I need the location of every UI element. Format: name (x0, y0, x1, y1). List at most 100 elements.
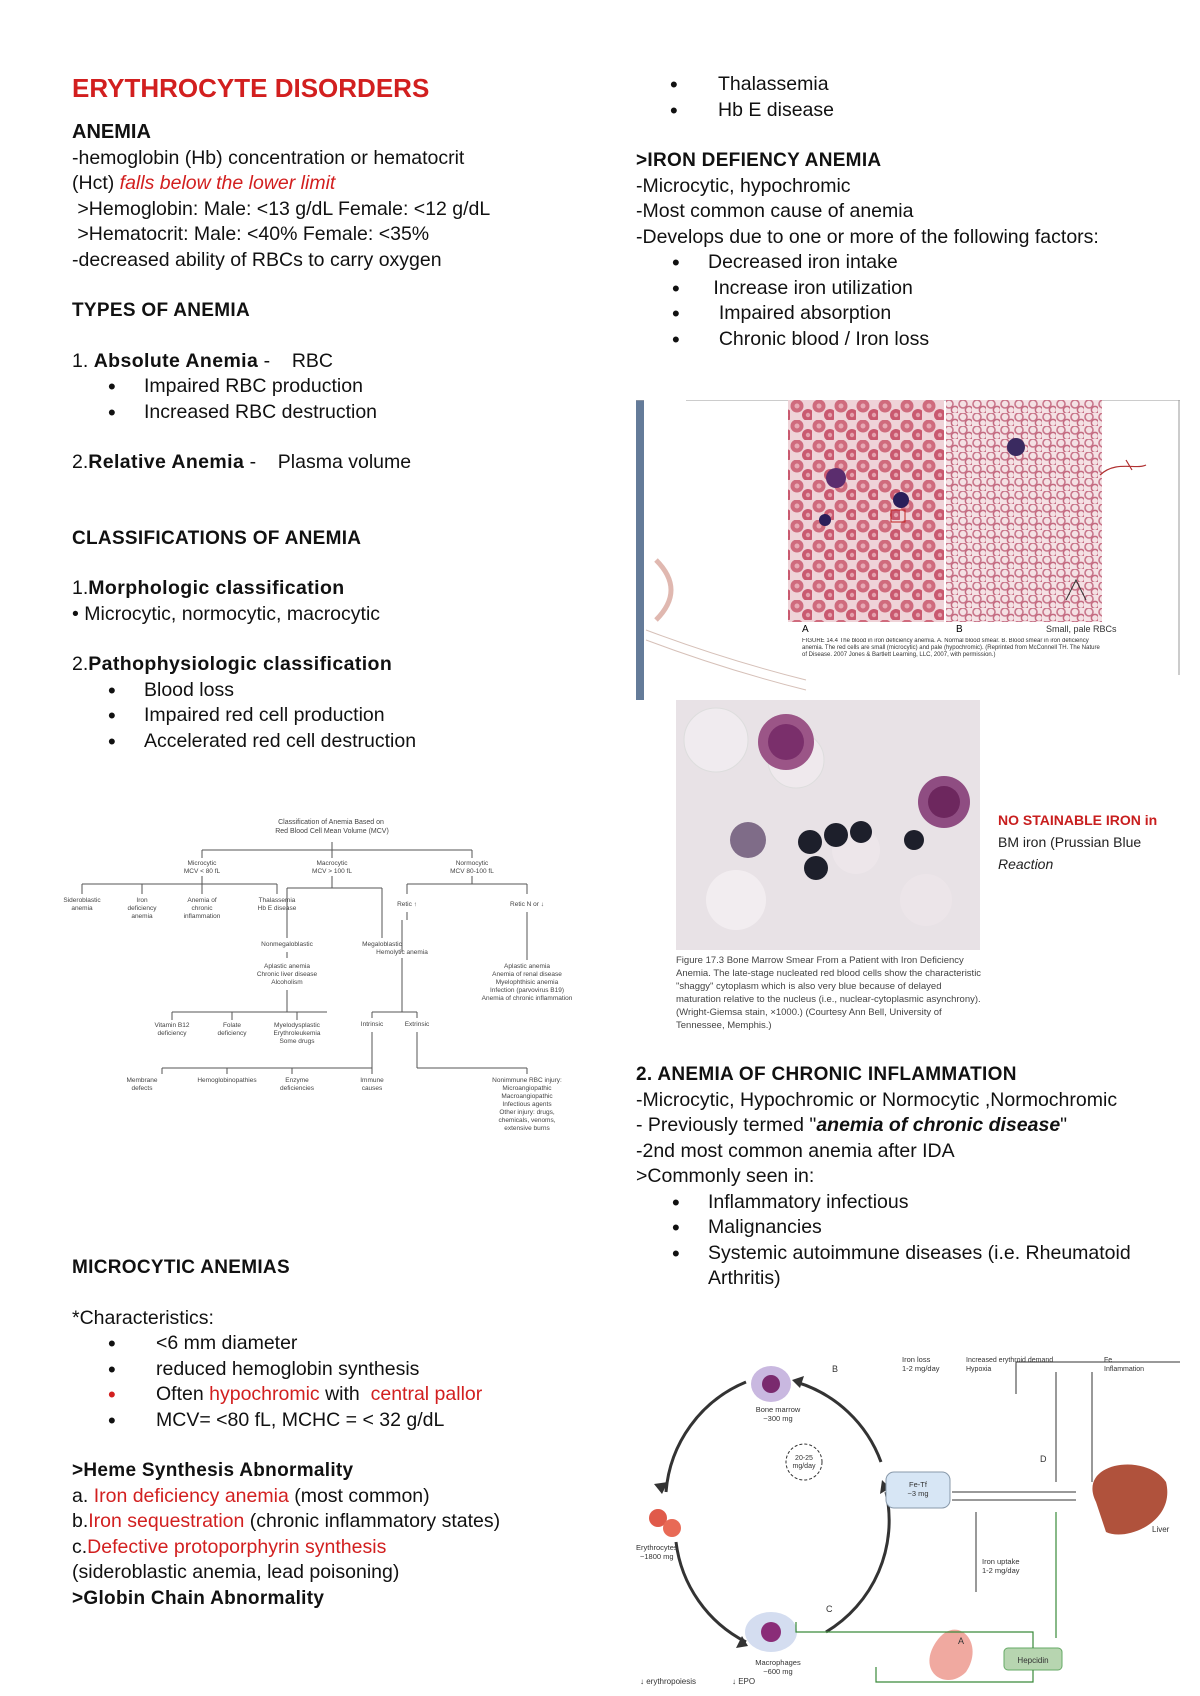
list-item: Increased RBC destruction (72, 400, 632, 426)
list-item: Thalassemia (634, 72, 1156, 98)
label-b: B (832, 1364, 838, 1374)
anemia-classification-flowchart: Classification of Anemia Based on Red Bl… (62, 812, 602, 1152)
label-bone-marrow: Bone marrow~300 mg (756, 1405, 801, 1423)
aci-line: - Previously termed "anemia of chronic d… (636, 1114, 1068, 1136)
label-erythrocytes: Erythrocytes~1800 mg (636, 1543, 678, 1561)
aci-line: -Microcytic, Hypochromic or Normocytic ,… (636, 1088, 1118, 1111)
hb-range: >Hemoglobin: Male: <13 g/dL Female: <12 … (72, 197, 491, 220)
lower-limit-text: falls below the lower limit (119, 172, 336, 194)
list-item: <6 mm diameter (72, 1331, 632, 1357)
label-liver: Liver (1152, 1525, 1170, 1534)
ida-line: -Develops due to one or more of the foll… (636, 225, 1099, 248)
list-item: Accelerated red cell destruction (72, 729, 632, 755)
figure1-caption: FIGURE 14.4 The blood in iron deficiency… (802, 638, 1100, 658)
figure1-label-a: A (802, 624, 809, 635)
bone-marrow-figure: NO STAINABLE IRON in BM iron (Prussian B… (676, 700, 1176, 1048)
figure2-note1: NO STAINABLE IRON in (998, 812, 1157, 828)
ida-line: -Most common cause of anemia (636, 200, 914, 222)
aci-section: 2. ANEMIA OF CHRONIC INFLAMMATION -Micro… (636, 1062, 1166, 1292)
label-a: A (958, 1636, 964, 1646)
list-item: Impaired red cell production (72, 703, 632, 729)
heme-item-a: a. Iron deficiency anemia (most common) (72, 1484, 430, 1507)
aci-line: -2nd most common anemia after IDA (636, 1139, 955, 1162)
microcytic-heading: MICROCYTIC ANEMIAS (72, 1257, 290, 1278)
characteristics-list: <6 mm diameter reduced hemoglobin synthe… (72, 1331, 632, 1433)
node-nonmegaloblastic: Nonmegaloblastic (261, 941, 313, 948)
flowchart-title: Classification of Anemia Based on Red Bl… (275, 819, 389, 835)
anemia-decreased: -decreased ability of RBCs to carry oxyg… (72, 248, 442, 271)
list-item: Hb E disease (634, 98, 1156, 124)
hemoglobin-list: Thalassemia Hb E disease (634, 72, 1156, 123)
figure2-note2: BM iron (Prussian Blue (998, 834, 1141, 850)
ida-heading: >IRON DEFIENCY ANEMIA (636, 150, 882, 171)
right-column: Thalassemia Hb E disease >IRON DEFIENCY … (636, 72, 1156, 352)
heme-heading: >Heme Synthesis Abnormality (72, 1460, 354, 1481)
label-d: D (1040, 1454, 1047, 1464)
morphologic-types: • Microcytic, normocytic, macrocytic (72, 602, 381, 625)
pathophysiologic-classification: 2.Pathophysiologic classification (72, 653, 393, 675)
pathophysiologic-list: Blood loss Impaired red cell production … (72, 678, 632, 755)
list-item: Often hypochromic with central pallor (72, 1382, 632, 1408)
anemia-def: -hemoglobin (Hb) concentration or hemato… (72, 146, 465, 169)
list-item: Blood loss (72, 678, 632, 704)
list-item: Inflammatory infectious (636, 1190, 1166, 1216)
heme-item-c-note: (sideroblastic anemia, lead poisoning) (72, 1561, 400, 1583)
ida-line: -Microcytic, hypochromic (636, 174, 851, 197)
aci-heading: 2. ANEMIA OF CHRONIC INFLAMMATION (636, 1064, 1017, 1085)
node-hemolytic: Hemolytic anemia (376, 949, 428, 956)
node-retic-up: Retic ↑ (397, 901, 417, 908)
morphologic-classification: 1.Morphologic classification (72, 577, 345, 599)
figure2-note3: Reaction (998, 856, 1053, 872)
hct-range: >Hematocrit: Male: <40% Female: <35% (72, 223, 430, 245)
label-c: C (826, 1604, 833, 1614)
aci-line: >Commonly seen in: (636, 1165, 815, 1187)
node-retic-n: Retic N or ↓ (510, 901, 544, 908)
list-item: Increase iron utilization (636, 276, 1156, 302)
left-column: ERYTHROCYTE DISORDERS ANEMIA -hemoglobin… (72, 72, 632, 754)
list-item: Chronic blood / Iron loss (636, 327, 1156, 353)
list-item: MCV= <80 fL, MCHC = < 32 g/dL (72, 1408, 632, 1434)
node-extrinsic: Extrinsic (405, 1021, 430, 1028)
list-item: Impaired RBC production (72, 374, 632, 400)
anemia-heading: ANEMIA (72, 121, 151, 143)
aci-list: Inflammatory infectious Malignancies Sys… (636, 1190, 1166, 1292)
classifications-heading: CLASSIFICATIONS OF ANEMIA (72, 527, 362, 549)
globin-heading: >Globin Chain Abnormality (72, 1587, 325, 1609)
figure1-label-b: B (956, 624, 963, 635)
label-pool: Fe-Tf~3 mg (907, 1480, 928, 1498)
characteristics-label: *Characteristics: (72, 1306, 214, 1329)
ida-factors-list: Decreased iron intake Increase iron util… (636, 250, 1156, 352)
node-megaloblastic: Megaloblastic (362, 941, 402, 948)
list-item: Systemic autoimmune diseases (i.e. Rheum… (636, 1241, 1166, 1292)
microcytic-section: MICROCYTIC ANEMIAS *Characteristics: <6 … (72, 1255, 632, 1611)
legend-epo: ↓ EPO (732, 1677, 755, 1686)
list-item: reduced hemoglobin synthesis (72, 1357, 632, 1383)
node-intrinsic: Intrinsic (361, 1021, 384, 1028)
absolute-anemia-list: Impaired RBC production Increased RBC de… (72, 374, 632, 425)
types-heading: TYPES OF ANEMIA (72, 300, 250, 321)
list-item: Impaired absorption (636, 301, 1156, 327)
figure1-note: Small, pale RBCs (1046, 624, 1117, 634)
relative-anemia: 2.Relative Anemia - Plasma volume (72, 451, 412, 473)
heme-item-b: b.Iron sequestration (chronic inflammato… (72, 1510, 501, 1532)
